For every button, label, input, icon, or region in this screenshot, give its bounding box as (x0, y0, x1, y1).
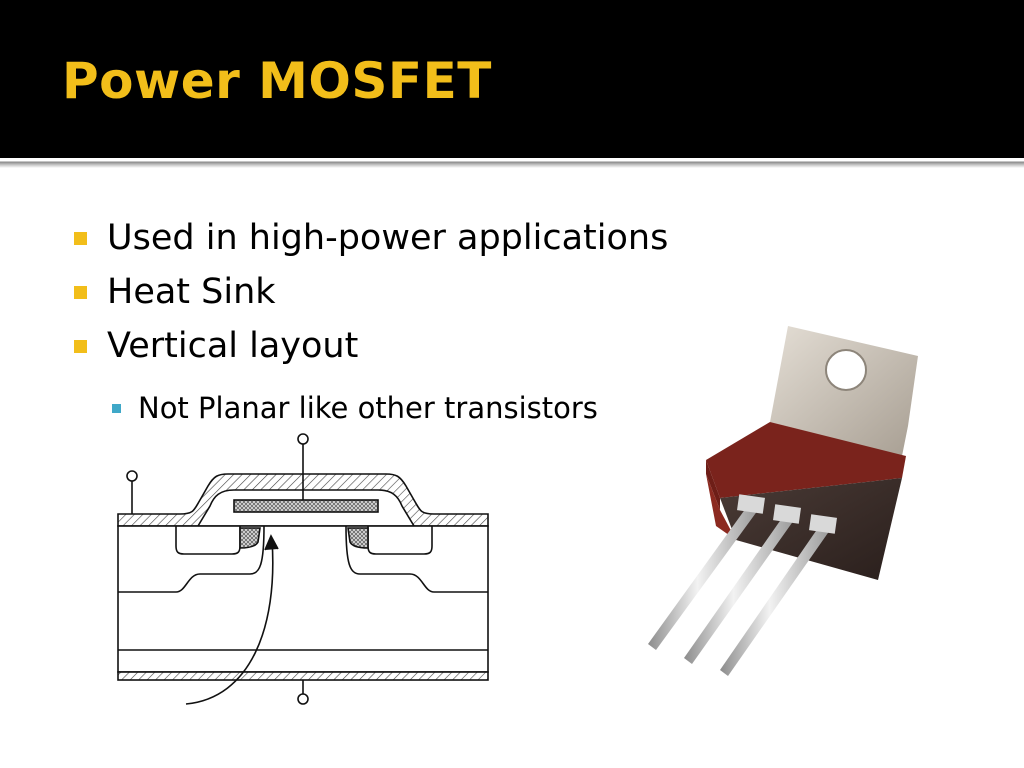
slide-title: Power MOSFET (62, 52, 492, 110)
title-bar: Power MOSFET (0, 0, 1024, 158)
bullet-text: Heat Sink (107, 272, 276, 312)
sub-bullet-text: Not Planar like other transistors (138, 391, 598, 425)
bullet-text: Used in high-power applications (107, 218, 669, 258)
mosfet-cross-section-diagram (117, 433, 489, 705)
power-mosfet-to220-photo (648, 326, 918, 676)
sub-bullet-square-icon (112, 403, 121, 413)
bullet-item: Heat Sink (74, 270, 276, 314)
bullet-item: Vertical layout (74, 324, 358, 368)
bullet-square-icon (74, 231, 87, 245)
sub-bullet-item: Not Planar like other transistors (112, 390, 598, 426)
bullet-item: Used in high-power applications (74, 216, 668, 260)
bullet-square-icon (74, 339, 87, 353)
title-divider (0, 158, 1024, 168)
bullet-text: Vertical layout (107, 326, 359, 366)
bullet-square-icon (74, 285, 87, 299)
